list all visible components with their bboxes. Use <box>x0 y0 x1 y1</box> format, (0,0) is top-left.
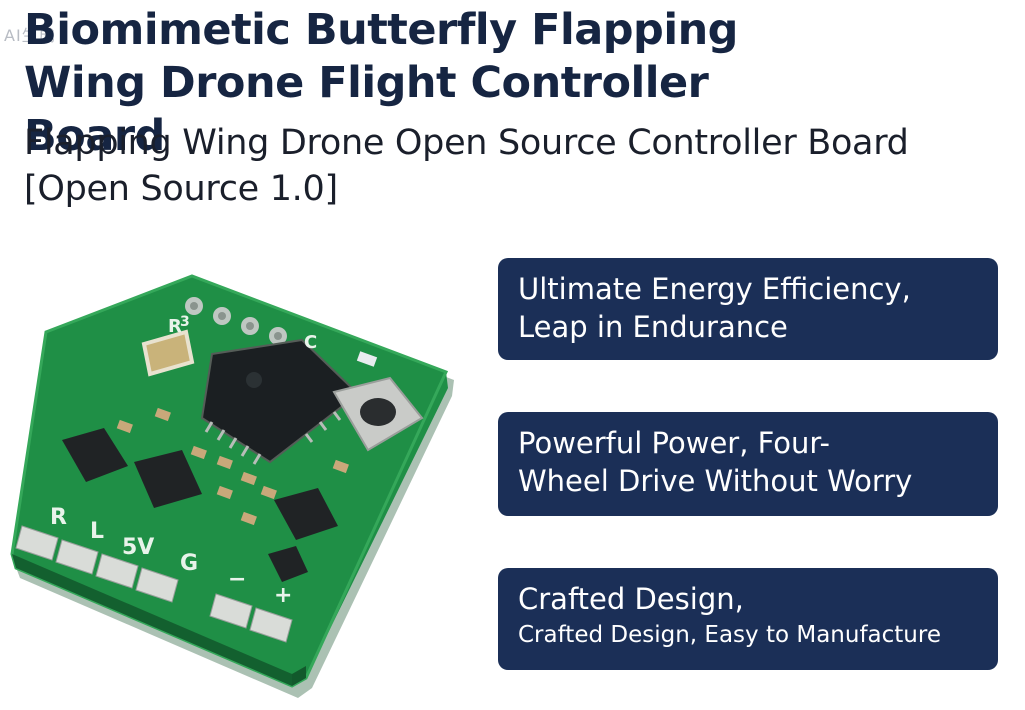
driver-chip-right <box>274 488 338 540</box>
feature-card-design: Crafted Design, Crafted Design, Easy to … <box>498 568 998 670</box>
silk-r: R <box>50 505 67 530</box>
driver-chip-mid <box>134 450 202 508</box>
driver-chip-small <box>268 546 308 582</box>
crystal-oscillator <box>141 329 195 377</box>
mcu-chip <box>200 338 360 465</box>
bottom-solder-pads <box>15 525 293 643</box>
driver-chip-left <box>62 428 128 482</box>
feature-card-text: Crafted Design, Easy to Manufacture <box>518 622 941 648</box>
feature-card-title: Ultimate Energy Efficiency, <box>518 272 911 306</box>
page-subtitle: Flapping Wing Drone Open Source Controll… <box>24 123 909 209</box>
feature-card-title: Crafted Design, <box>518 582 744 616</box>
feature-card-text: Wheel Drive Without Worry <box>518 464 913 498</box>
feature-card-energy: Ultimate Energy Efficiency, Leap in Endu… <box>498 258 998 360</box>
page-title: Biomimetic Butterfly Flapping Wing Drone… <box>24 5 738 161</box>
silk-minus: − <box>228 567 246 592</box>
top-header-pads <box>185 297 287 345</box>
push-button <box>332 376 424 452</box>
silk-3-top: 3 <box>180 314 190 330</box>
passive-components <box>116 407 349 526</box>
watermark: AI生成 <box>4 26 56 45</box>
feature-card-title: Powerful Power, Four- <box>518 426 830 460</box>
silk-r-top: R <box>168 316 182 337</box>
feature-card-text: Leap in Endurance <box>518 310 788 344</box>
feature-card-power: Powerful Power, Four- Wheel Drive Withou… <box>498 412 998 516</box>
flight-controller-board-image: R L 5V G − + R 3 C <box>10 274 454 698</box>
silk-plus: + <box>274 583 292 608</box>
silk-c-top: C <box>304 332 317 353</box>
pcb-body <box>12 276 448 686</box>
silk-g: G <box>180 551 198 576</box>
silk-l: L <box>90 519 104 544</box>
led <box>356 351 378 367</box>
silk-5v: 5V <box>122 535 154 560</box>
